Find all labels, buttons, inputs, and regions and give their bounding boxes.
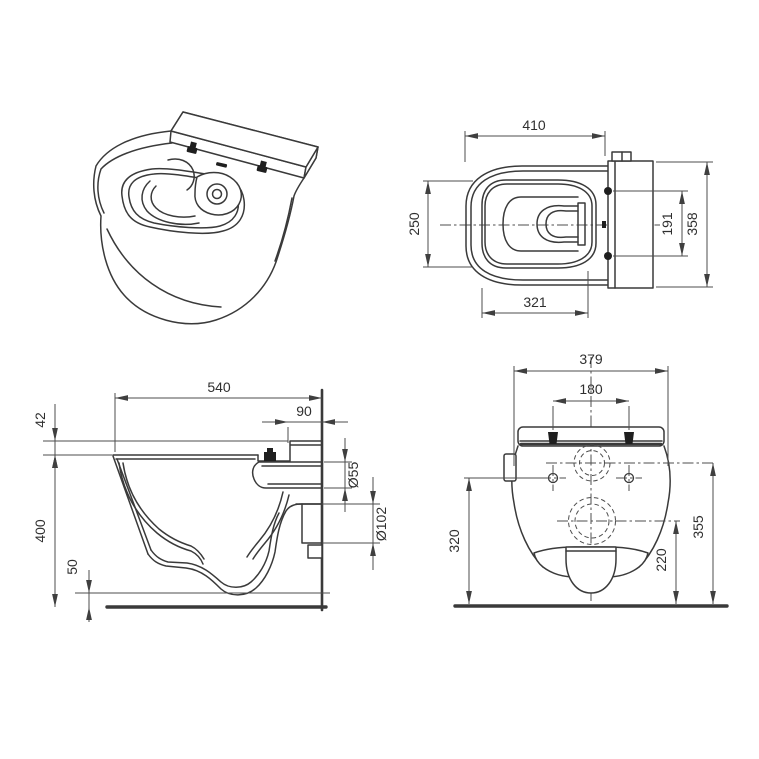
perspective-view <box>92 111 319 325</box>
water-area-outer <box>536 204 579 244</box>
rear-rim-wave <box>167 158 195 191</box>
side-view: 540 42 400 50 90 Ø55 <box>32 379 389 622</box>
dim-front-fixing-height: 320 <box>446 529 462 553</box>
seat-bolt-right <box>256 160 268 173</box>
dim-top-bowl-width: 321 <box>523 294 547 310</box>
side-view-dimensions: 540 42 400 50 90 Ø55 <box>32 379 389 622</box>
dim-top-fixing-spacing: 191 <box>659 212 675 236</box>
outlet-foot <box>307 544 323 559</box>
bowl-water-line-inner <box>150 185 196 218</box>
flush-wall <box>577 202 586 246</box>
body-front-crease <box>106 228 222 308</box>
dim-front-overall-width: 379 <box>579 351 603 367</box>
center-mark <box>602 221 606 228</box>
dim-top-overall-width: 410 <box>522 117 546 133</box>
bowl-inner-wall-1 <box>118 462 204 565</box>
bowl-outer-edge-2 <box>470 170 609 281</box>
rim-inner-edge-left <box>97 142 173 214</box>
bowl-inner-wall-2 <box>122 462 205 560</box>
front-view-dimensions: 379 180 320 220 355 <box>446 351 716 604</box>
bowl-outer-edge <box>465 165 609 286</box>
seat-clip-left <box>548 432 558 444</box>
dim-side-rear-recess: 90 <box>296 403 312 419</box>
hinge-step <box>257 440 323 462</box>
dim-side-overall-depth: 540 <box>207 379 231 395</box>
front-view-geometry <box>453 357 729 608</box>
supply-channel <box>251 461 323 489</box>
bowl-water-line-outer <box>141 180 200 226</box>
nozzle-hole <box>211 188 223 200</box>
seat-clip-right <box>624 432 634 444</box>
dim-side-waste-diameter: Ø102 <box>373 507 389 541</box>
dim-side-supply-diameter: Ø55 <box>345 462 361 489</box>
dim-side-seat-offset: 42 <box>32 412 48 428</box>
shell-bottom-outer <box>147 503 303 596</box>
fixing-hole-top <box>604 187 612 195</box>
dim-side-height: 400 <box>32 519 48 543</box>
outlet-cup <box>565 546 617 594</box>
rear-duct-2 <box>252 494 290 560</box>
bowl-cavity <box>502 196 579 252</box>
dim-top-overall-depth: 358 <box>684 212 700 236</box>
rear-duct-1 <box>246 491 284 558</box>
rim-inner-edge-right <box>274 197 293 262</box>
front-view: 379 180 320 220 355 <box>446 351 729 608</box>
side-view-geometry <box>75 388 330 612</box>
waste-hole-dashed-inner <box>574 503 610 539</box>
dim-front-waste-height: 220 <box>653 548 669 572</box>
shell-bottom-inner <box>150 512 280 588</box>
cistern-top-face <box>170 111 319 168</box>
fixing-hole-bottom <box>604 252 612 260</box>
toilet-perspective-outline <box>92 111 319 325</box>
dim-front-fixing-spacing: 180 <box>579 381 603 397</box>
dim-top-seat-width: 250 <box>406 212 422 236</box>
front-face-inner <box>116 458 152 551</box>
seat-bolt-left <box>186 141 198 154</box>
top-view-geometry <box>440 151 660 289</box>
seat-outline-inner <box>484 183 593 265</box>
rim-slot <box>215 162 228 168</box>
front-face-outer <box>112 455 149 555</box>
dim-front-supply-height: 355 <box>690 515 706 539</box>
waste-outlet-box <box>301 503 323 544</box>
seat-outline <box>481 179 597 269</box>
seat-bolt <box>264 448 276 461</box>
top-view-dimensions: 410 250 321 191 358 <box>406 117 713 318</box>
side-tab <box>503 453 517 482</box>
nozzle-ring <box>206 183 228 205</box>
water-area-inner <box>545 209 579 239</box>
dim-side-bottom-gap: 50 <box>64 559 80 575</box>
top-view: 410 250 321 191 358 <box>406 117 713 318</box>
